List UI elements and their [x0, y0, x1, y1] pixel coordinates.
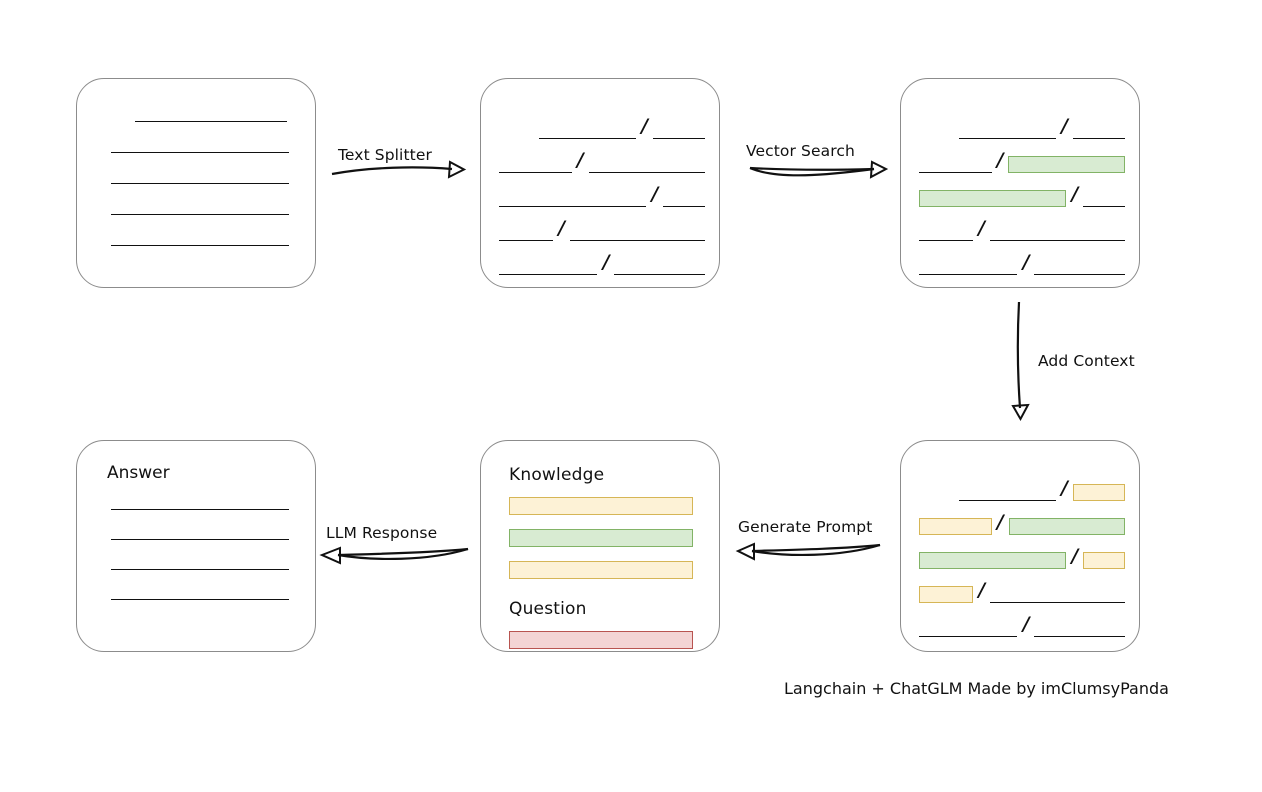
chunk-separator: / [1022, 613, 1030, 635]
chunk-row: / [919, 181, 1125, 215]
chunk-segment [614, 258, 705, 275]
generated-prompt-box: Knowledge Question [480, 440, 720, 652]
chunk-row: / [499, 147, 706, 181]
text-line [111, 509, 289, 510]
text-line [111, 183, 289, 184]
context-with-prompt-box: / / / / / [900, 440, 1140, 652]
chunk-segment-highlight-green [1008, 517, 1125, 535]
retrieved-chunks-box: / / / / / [900, 78, 1140, 288]
chunk-segment [499, 190, 647, 207]
knowledge-bar [509, 561, 693, 579]
chunk-row: / [499, 215, 706, 249]
text-line [111, 245, 289, 246]
question-bar [509, 631, 693, 649]
chunk-row: / [919, 509, 1125, 543]
chunk-segment [588, 156, 706, 173]
chunk-row: / [919, 475, 1125, 509]
chunk-separator: / [996, 511, 1004, 533]
llm-response-label: LLM Response [326, 524, 438, 542]
chunk-separator: / [576, 149, 584, 171]
chunk-segment-highlight-green [919, 551, 1067, 569]
chunk-separator: / [996, 149, 1004, 171]
llm-response-arrow [319, 546, 469, 565]
footer-credit: Langchain + ChatGLM Made by imClumsyPand… [784, 679, 1169, 698]
generate-prompt-label: Generate Prompt [738, 518, 873, 536]
chunk-segment [652, 122, 706, 139]
chunk-segment [989, 224, 1126, 241]
chunk-segment [919, 258, 1018, 275]
chunk-segment [569, 224, 706, 241]
chunk-row: / [499, 181, 705, 215]
chunk-row: / [919, 611, 1125, 645]
chunk-separator: / [558, 217, 565, 239]
chunk-row: / [919, 577, 1125, 611]
chunk-segment [663, 190, 705, 207]
chunk-separator: / [1060, 115, 1068, 137]
chunk-segment-highlight-yellow [919, 517, 992, 535]
vector-search-label: Vector Search [746, 142, 855, 160]
chunk-separator: / [978, 579, 986, 601]
chunk-segment [499, 224, 554, 241]
context-chunk-rows: / / / / / [919, 475, 1125, 645]
source-document-lines [77, 121, 315, 246]
generate-prompt-arrow [735, 542, 881, 561]
chunk-segment [959, 484, 1056, 501]
chunk-separator: / [602, 251, 610, 273]
chunk-separator: / [1071, 183, 1079, 205]
chunk-segment [919, 224, 974, 241]
knowledge-bar [509, 497, 693, 515]
chunk-segment [539, 122, 636, 139]
split-chunks-box: / / / / / [480, 78, 720, 288]
chunk-segment [959, 122, 1056, 139]
chunk-row: / [919, 113, 1126, 147]
chunk-segment-highlight-green [1008, 155, 1125, 173]
chunk-segment [1034, 620, 1125, 637]
chunk-row: / [919, 543, 1125, 577]
chunk-segment [1083, 190, 1125, 207]
chunk-segment-highlight-yellow [1083, 551, 1125, 569]
chunk-row: / [919, 249, 1125, 283]
answer-lines [77, 509, 315, 600]
chunk-separator: / [1022, 251, 1030, 273]
text-splitter-arrow [331, 160, 467, 179]
vector-search-arrow [749, 160, 889, 179]
chunk-segment [919, 620, 1018, 637]
chunk-separator: / [640, 115, 648, 137]
chunk-segment-highlight-green [919, 189, 1067, 207]
chunk-row: / [499, 249, 705, 283]
retrieved-chunk-rows: / / / / / [919, 113, 1126, 283]
chunk-row: / [919, 215, 1126, 249]
chunk-row: / [919, 147, 1125, 181]
text-line [111, 152, 289, 153]
chunk-segment [1034, 258, 1125, 275]
chunk-separator: / [1071, 545, 1079, 567]
chunk-segment [919, 156, 992, 173]
knowledge-bar [509, 529, 693, 547]
question-label: Question [509, 599, 587, 619]
text-line [111, 569, 289, 570]
text-line [111, 599, 289, 600]
chunk-separator: / [978, 217, 985, 239]
prompt-content: Knowledge Question [509, 465, 693, 649]
answer-label: Answer [107, 463, 170, 483]
add-context-label: Add Context [1038, 352, 1135, 370]
text-line [135, 121, 287, 122]
chunk-segment [990, 586, 1125, 603]
split-chunk-rows: / / / / / [499, 113, 706, 283]
chunk-separator: / [1060, 477, 1068, 499]
text-splitter-label: Text Splitter [338, 146, 432, 164]
answer-box: Answer [76, 440, 316, 652]
chunk-row: / [499, 113, 706, 147]
chunk-segment [499, 156, 572, 173]
add-context-arrow [1011, 301, 1030, 422]
chunk-segment-highlight-yellow [919, 585, 974, 603]
chunk-segment [1072, 122, 1126, 139]
chunk-separator: / [651, 183, 659, 205]
chunk-segment [499, 258, 598, 275]
chunk-segment-highlight-yellow [1072, 483, 1125, 501]
text-line [111, 539, 289, 540]
knowledge-label: Knowledge [509, 465, 605, 485]
source-document-box [76, 78, 316, 288]
text-line [111, 214, 289, 215]
